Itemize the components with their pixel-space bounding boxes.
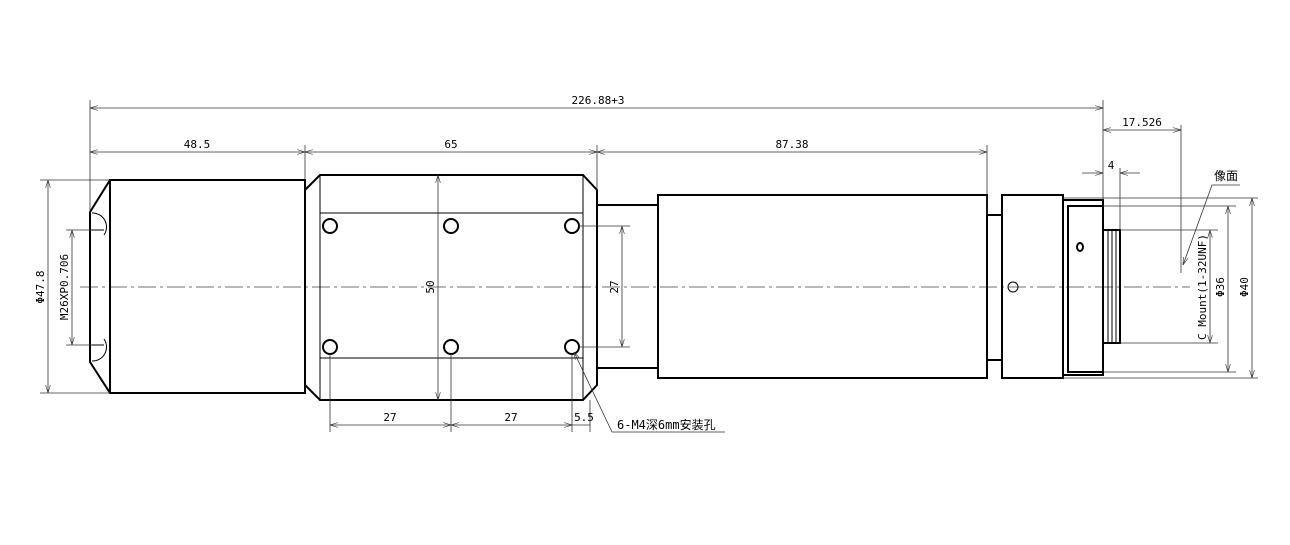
mount-hole	[443, 339, 459, 355]
c-mount-thread	[1102, 229, 1121, 344]
dim-overall-length: 226.88+3	[572, 94, 625, 107]
mount-hole	[443, 218, 459, 234]
mount-hole	[322, 218, 338, 234]
dim-hole-spacing-2: 27	[504, 411, 517, 424]
dim-hole-vertical-spacing: 27	[608, 280, 621, 293]
dim-front-diameter: Φ47.8	[34, 270, 47, 303]
dim-hole-spacing-1: 27	[383, 411, 396, 424]
mount-hole	[322, 339, 338, 355]
screw-icon	[1007, 281, 1019, 293]
dim-front-thread: M26XP0.706	[58, 254, 71, 320]
front-body	[109, 179, 306, 394]
rear-ring-inner	[1067, 205, 1104, 373]
dim-block-height: 50	[424, 280, 437, 293]
dim-flange-back: 17.526	[1122, 116, 1162, 129]
front-cap	[89, 179, 111, 394]
dim-hole-edge-offset: 5.5	[574, 411, 594, 424]
dimension-lines	[40, 100, 1258, 433]
dim-front-section: 48.5	[184, 138, 211, 151]
mount-block	[304, 174, 598, 401]
mount-holes	[322, 218, 580, 355]
mount-hole	[564, 339, 580, 355]
dim-tube-section: 87.38	[775, 138, 808, 151]
mount-hole	[564, 218, 580, 234]
dim-rear-diameter-36: Φ36	[1214, 277, 1227, 297]
dim-rear-diameter-40: Φ40	[1238, 277, 1251, 297]
dim-thread-length: 4	[1108, 159, 1115, 172]
tube-neck	[596, 204, 659, 369]
dim-mount-block: 65	[444, 138, 457, 151]
dim-mount-thread: C Mount(1-32UNF)	[1196, 234, 1209, 340]
image-plane-label: 像面	[1214, 169, 1238, 183]
set-screw-icon	[1076, 242, 1084, 252]
tube-body	[657, 194, 988, 379]
tube-ring	[986, 214, 1003, 361]
mount-holes-label: 6-M4深6mm安装孔	[617, 417, 716, 432]
collar	[1001, 194, 1064, 379]
